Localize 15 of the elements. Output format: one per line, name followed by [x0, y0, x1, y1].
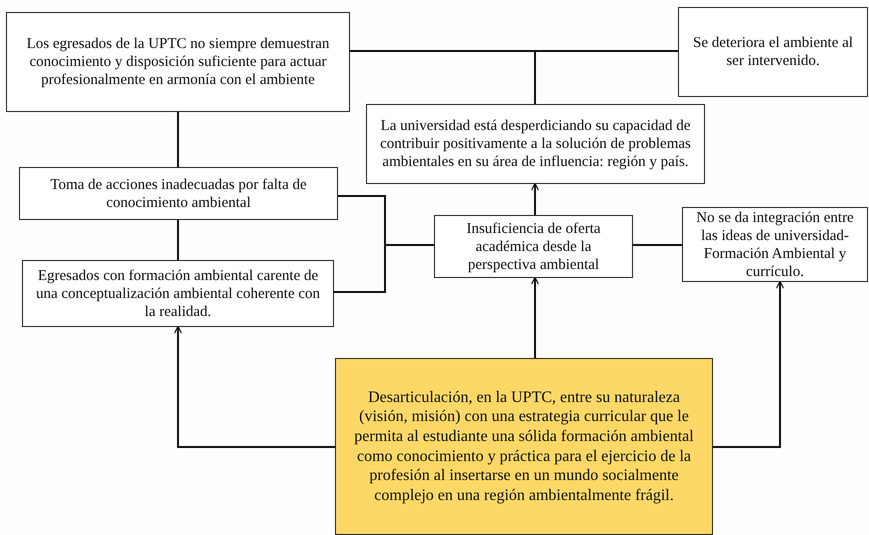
cause-box: Los egresados de la UPTC no siempre demuestran conocimiento y disposición suficiente para actuar profesionalmente en armonía con el ambiente	[6, 12, 350, 112]
cause-box: Egresados con formación ambiental carente de una conceptualización ambiental coherente con la realidad.	[22, 260, 334, 327]
connector-line	[177, 220, 179, 260]
cause-box: Se deteriora el ambiente al ser intervenido.	[678, 7, 868, 97]
cause-box: No se da integración entre las ideas de universidad-Formación Ambiental y currículo.	[682, 207, 868, 282]
arrow	[713, 280, 784, 448]
problem-box: Desarticulación, en la UPTC, entre su naturaleza (visión, misión) con una estrategia curricular que le permita al estudiante una sólida formación ambiental como conocimiento y práctica para el ejercicio de la profesión al insertarse en un mundo socialmente complejo en una región ambientalmente frágil.	[335, 358, 713, 535]
cause-box: Insuficiencia de oferta académica desde la perspectiva ambiental	[434, 215, 633, 278]
cause-box: Toma de acciones inadecuadas por falta de conocimiento ambiental	[19, 167, 338, 220]
arrow	[530, 276, 540, 358]
arrow	[174, 326, 335, 448]
cause-box: La universidad está desperdiciando su capacidad de contribuir positivamente a la solución de problemas ambientales en su área de influencia: región y país.	[366, 104, 705, 184]
connector-line	[177, 112, 179, 167]
connector-line	[633, 244, 682, 246]
arrow	[530, 182, 540, 215]
